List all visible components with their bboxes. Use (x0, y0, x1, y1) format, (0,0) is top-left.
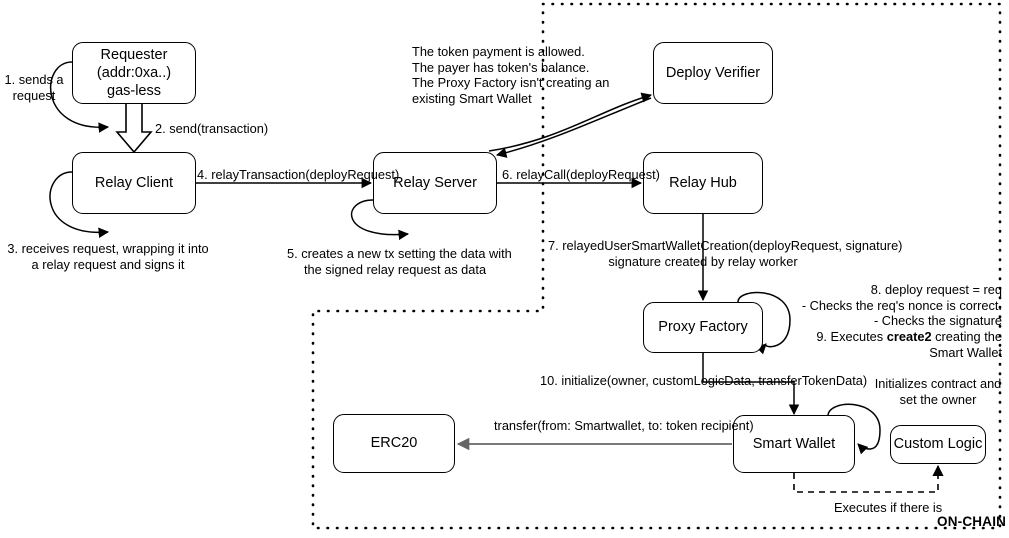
node-smart-wallet[interactable]: Smart Wallet (733, 415, 855, 473)
connector-relay-server-self (350, 199, 410, 241)
connector-deploy-verifier-request (488, 92, 653, 152)
node-requester[interactable]: Requester (72, 42, 196, 104)
node-relay-client[interactable]: Relay Client (72, 152, 196, 214)
node-deploy-verifier-label: Deploy Verifier (665, 64, 761, 81)
annotation-step-7: 7. relayedUserSmartWalletCreation(deploy… (548, 238, 903, 269)
connector-relay-client-self (49, 171, 110, 239)
node-requester-detail: Requester (addr:0xa..) gas-less (72, 42, 196, 104)
requester-line-2: (addr:0xa..) (96, 64, 172, 81)
annotation-verifier-conditions: The token payment is allowed. The payer … (412, 44, 610, 107)
annotation-step-3: 3. receives request, wrapping it into a … (7, 241, 209, 272)
connector-initialize (702, 353, 800, 416)
node-relay-hub-label: Relay Hub (669, 174, 737, 191)
annotation-step-6: 6. relayCall(deployRequest) (502, 167, 660, 182)
annotation-step-4: 4. relayTransaction(deployRequest) (197, 167, 400, 182)
node-smart-wallet-label: Smart Wallet (752, 435, 836, 452)
node-custom-logic-label: Custom Logic (893, 436, 983, 453)
annotation-step-10: 10. initialize(owner, customLogicData, t… (540, 373, 868, 388)
connector-requester-self (49, 61, 110, 133)
requester-line-3: gas-less (107, 83, 161, 100)
node-proxy-factory-label: Proxy Factory (658, 319, 748, 336)
annotation-step-2: 2. send(transaction) (155, 121, 269, 136)
node-relay-server[interactable]: Relay Server (373, 152, 497, 214)
node-erc20-label: ERC20 (370, 435, 418, 452)
connector-executes-custom-logic (793, 464, 944, 493)
annotation-transfer: transfer(from: Smartwallet, to: token re… (494, 418, 754, 433)
node-relay-server-label: Relay Server (393, 174, 477, 191)
connector-proxy-factory-self (737, 291, 791, 355)
annotation-step-5: 5. creates a new tx setting the data wit… (287, 246, 512, 277)
connector-send-transaction-block-arrow (115, 104, 153, 154)
node-proxy-factory[interactable]: Proxy Factory (643, 302, 763, 353)
annotation-initializes-contract: Initializes contract and set the owner (874, 376, 1002, 407)
annotation-step-8-9: 8. deploy request = req - Checks the req… (778, 282, 1002, 361)
step-8-9-bold: create2 (886, 329, 932, 345)
node-erc20[interactable]: ERC20 (333, 414, 455, 473)
annotation-executes-if-there-is: Executes if there is (834, 500, 943, 515)
node-deploy-verifier[interactable]: Deploy Verifier (653, 42, 773, 104)
requester-line-1: Requester (100, 46, 168, 63)
step-8-9-post: creating the Smart Wallet (929, 329, 1002, 360)
on-chain-boundary (311, 2, 1002, 530)
node-relay-client-label: Relay Client (94, 174, 174, 191)
on-chain-region-label: ON-CHAIN (937, 514, 1007, 529)
annotation-step-1: 1. sends a request (4, 72, 64, 103)
node-relay-hub[interactable]: Relay Hub (643, 152, 763, 214)
step-8-9-pre: 8. deploy request = req - Checks the req… (801, 282, 1002, 345)
connector-deploy-verifier-response (495, 97, 652, 158)
node-custom-logic[interactable]: Custom Logic (890, 425, 986, 464)
connector-smart-wallet-self (827, 403, 881, 455)
